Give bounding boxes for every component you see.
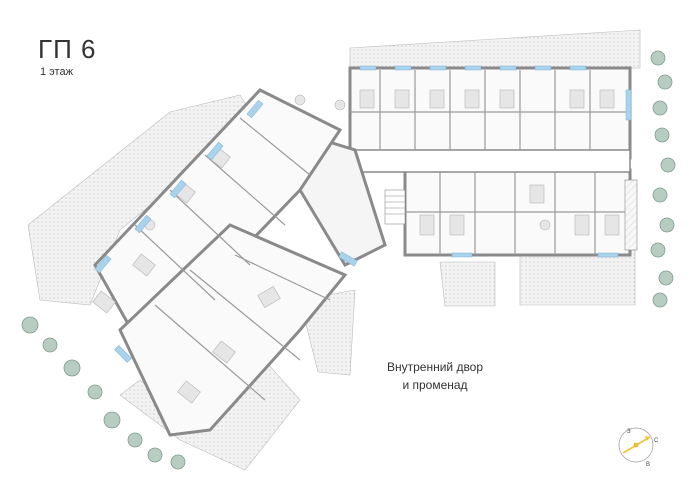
trees	[21, 50, 676, 470]
stairs	[384, 179, 638, 251]
wing-east-upper	[348, 66, 632, 160]
partitions	[134, 70, 630, 401]
compass-east: С	[654, 438, 659, 444]
courtyard-line-2: и променад	[402, 378, 468, 392]
courtyard-line-1: Внутренний двор	[386, 360, 484, 374]
courtyard-label: Внутренний двор и променад	[360, 358, 510, 394]
terraces	[27, 29, 641, 471]
compass-south: В	[646, 462, 650, 468]
floor-label: 1 этаж	[40, 66, 73, 78]
terrace-right-top	[519, 249, 636, 306]
corridor-east	[349, 149, 631, 173]
compass-north: З	[627, 429, 631, 435]
terrace-mid	[439, 261, 496, 307]
plan-title: ГП 6	[38, 34, 97, 64]
compass: З С В	[618, 427, 659, 468]
terrace-top	[349, 29, 641, 71]
glazing	[94, 65, 632, 363]
wing-south	[118, 223, 348, 437]
